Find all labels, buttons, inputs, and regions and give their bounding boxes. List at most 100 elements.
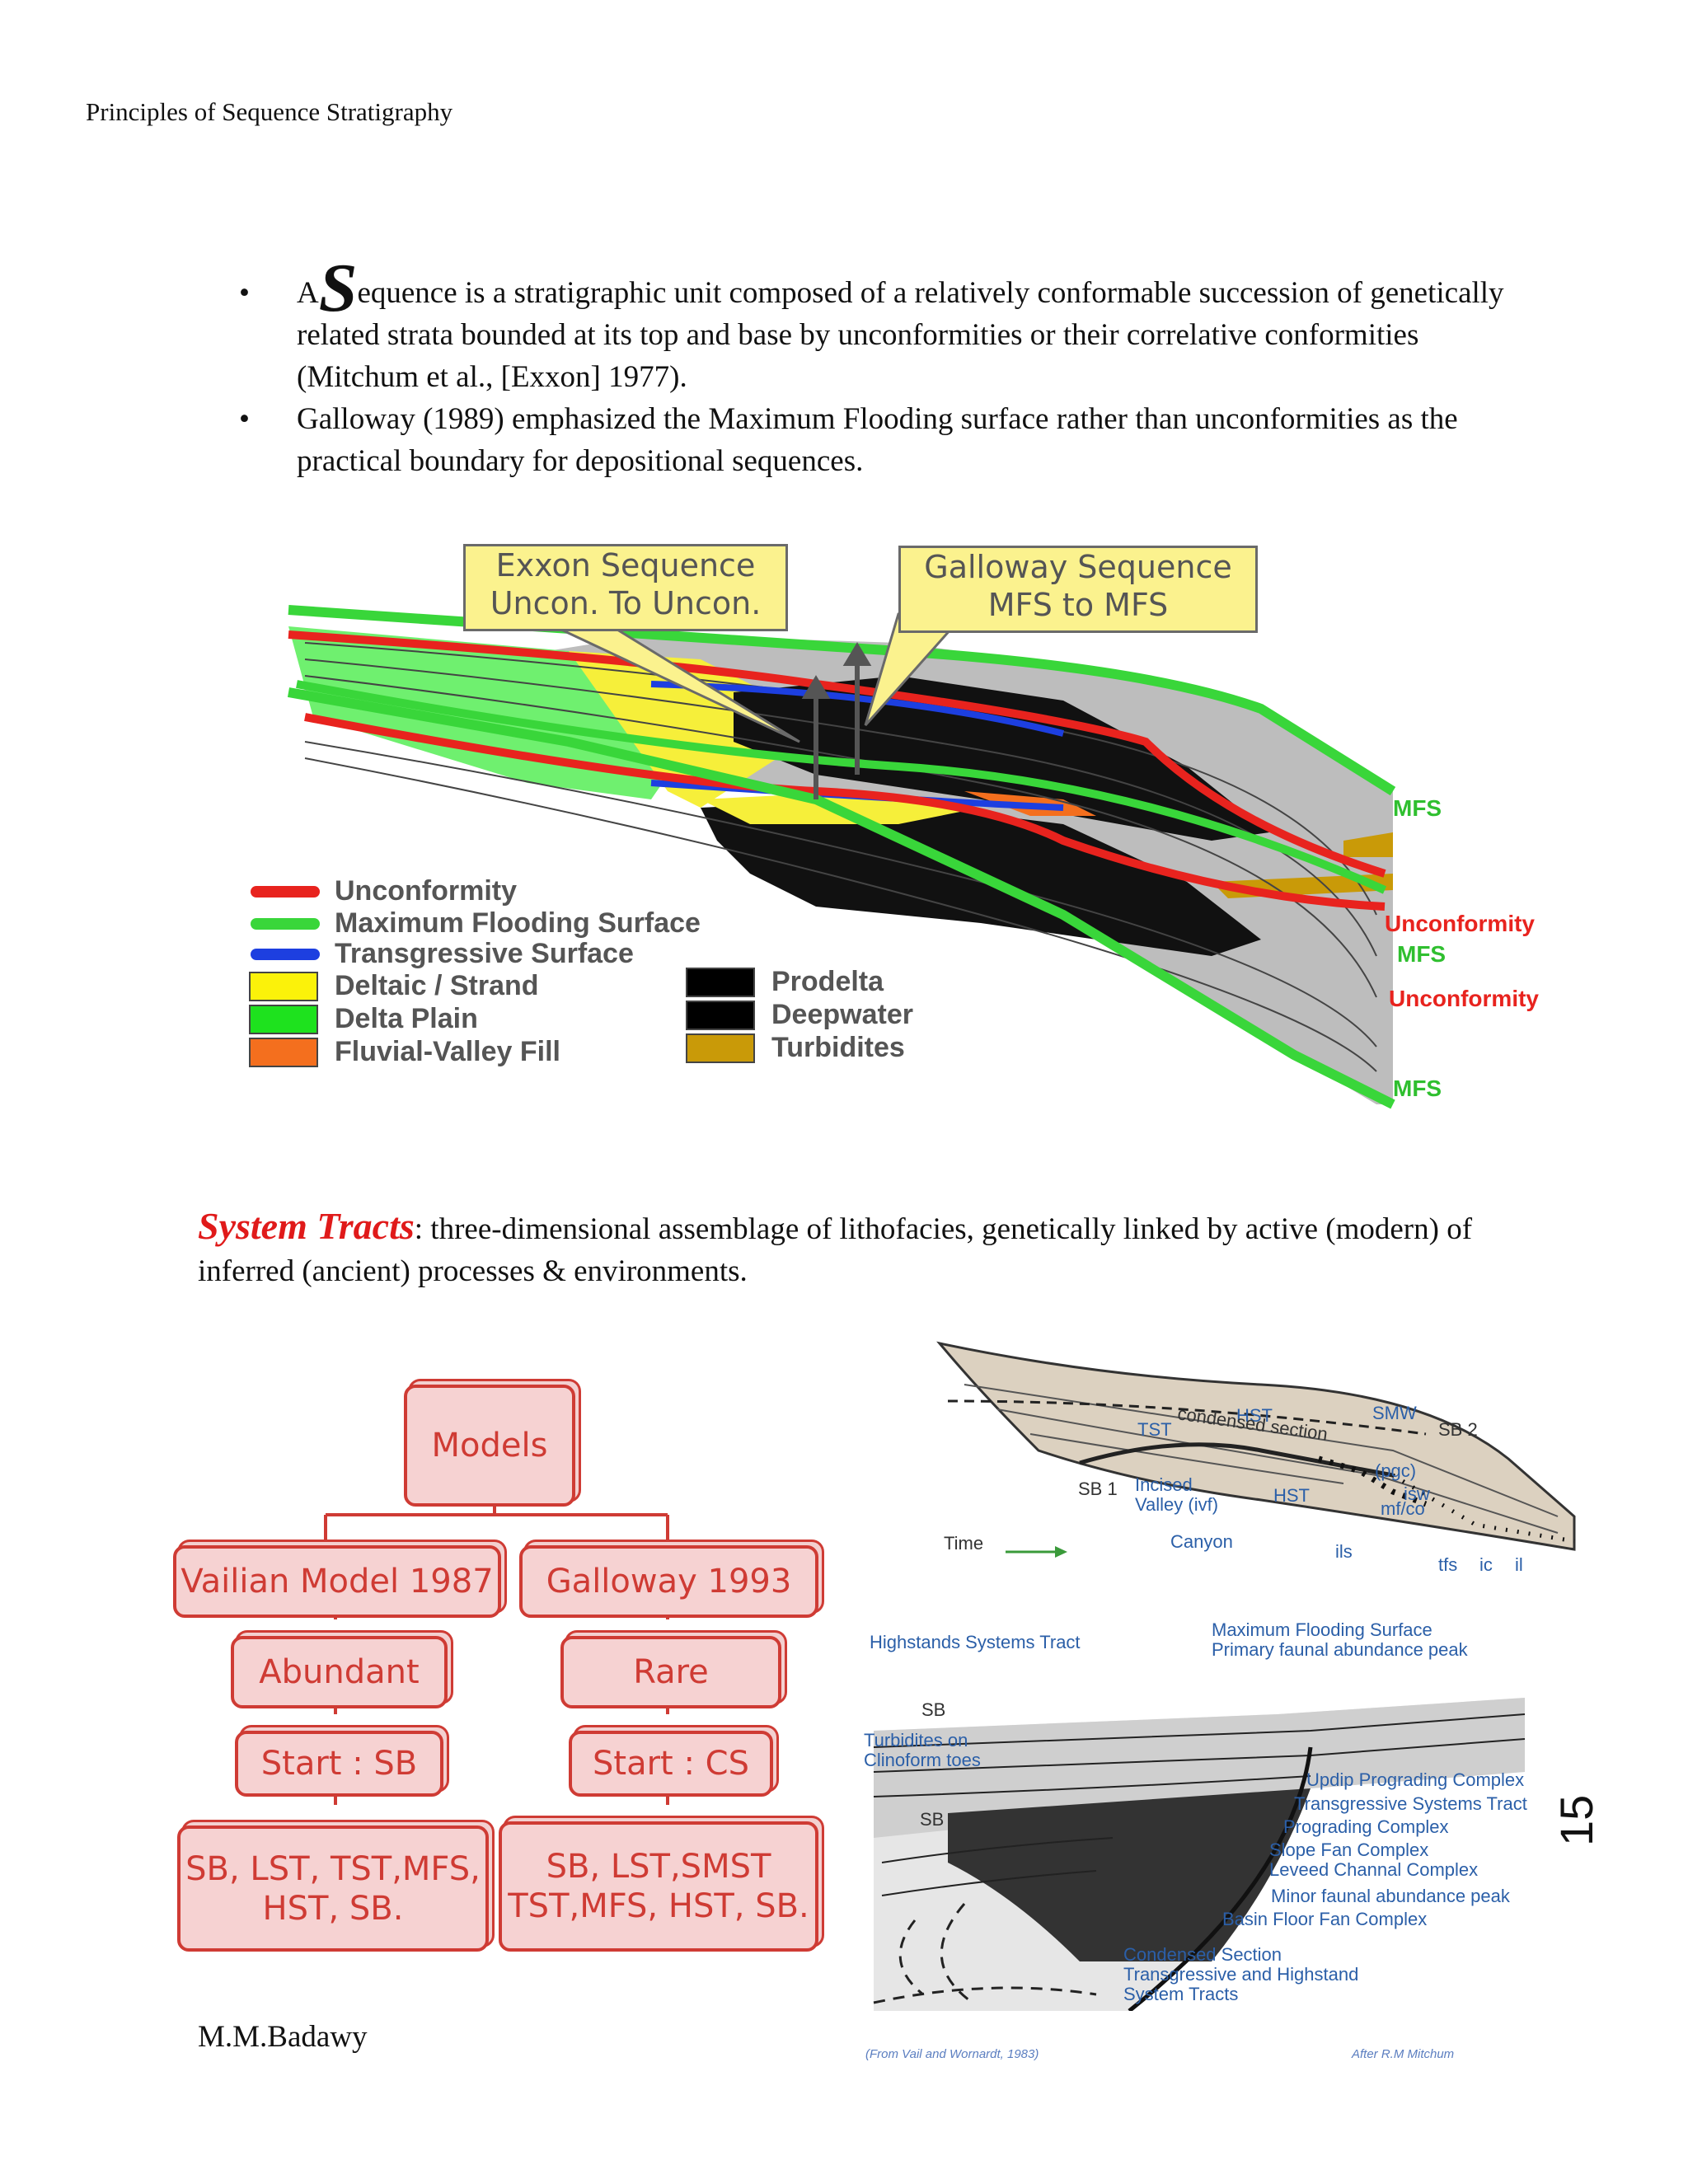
label-il: il xyxy=(1515,1554,1523,1575)
turbidite-fill xyxy=(1343,832,1393,857)
label-tst-tract: Transgressive Systems Tract xyxy=(1294,1793,1527,1814)
galloway-sequence-callout: Galloway Sequence MFS to MFS xyxy=(898,546,1258,633)
bullet-exxon: • ASequence is a stratigraphic unit comp… xyxy=(239,254,1525,398)
sequence-line: SB, LST,SMST xyxy=(546,1848,771,1886)
label-highstands-tract: Highstands Systems Tract xyxy=(870,1632,1081,1652)
legend-swatch xyxy=(686,1033,755,1063)
sequence-line: TST,MFS, HST, SB. xyxy=(508,1887,809,1925)
section-fill xyxy=(936,1341,1576,1551)
mfs-bottom-line xyxy=(287,687,1395,1109)
systems-tract-diagram-bottom xyxy=(873,1698,1526,2011)
label-tfs: tfs xyxy=(1438,1554,1458,1575)
models-box: Models xyxy=(404,1385,575,1507)
abundant-box: Abundant xyxy=(231,1636,448,1708)
legend-swatch xyxy=(686,1000,755,1030)
legend-deepwater: Deepwater xyxy=(686,999,913,1031)
legend-label: Maximum Flooding Surface xyxy=(335,907,701,939)
callout-line: Exxon Sequence xyxy=(495,547,756,583)
legend-label: Transgressive Surface xyxy=(335,938,634,969)
label-condensed-section-tracts: Condensed Section Transgressive and High… xyxy=(1123,1945,1358,2004)
bullet-galloway: • Galloway (1989) emphasized the Maximum… xyxy=(239,398,1525,482)
label-canyon: Canyon xyxy=(1170,1531,1233,1552)
label-basin-floor-fan: Basin Floor Fan Complex xyxy=(1222,1909,1428,1929)
label-line: Clinoform toes xyxy=(864,1750,981,1770)
legend-label: Turbidites xyxy=(771,1032,905,1063)
sequence-left-box: SB, LST, TST,MFS, HST, SB. xyxy=(177,1825,489,1952)
label-leveed-channel: Leveed Channal Complex xyxy=(1269,1859,1479,1880)
label-line: Condensed Section xyxy=(1123,1944,1282,1965)
sequence-line: HST, SB. xyxy=(262,1889,404,1928)
unconformity-lower-line xyxy=(304,713,1386,911)
legend-swatch xyxy=(686,967,755,997)
system-tracts-text: : three-dimensional assemblage of lithof… xyxy=(198,1212,1473,1288)
vailian-model-box: Vailian Model 1987 xyxy=(173,1545,501,1618)
label-line: System Tracts xyxy=(1123,1984,1239,2004)
label-incised-valley: Incised Valley (ivf) xyxy=(1135,1475,1218,1515)
legend-label: Deltaic / Strand xyxy=(335,970,539,1001)
label-updip-prograding: Updip Prograding Complex xyxy=(1306,1769,1525,1790)
legend-label: Delta Plain xyxy=(335,1003,478,1034)
legend-swatch xyxy=(249,1004,318,1034)
legend-mfs: Maximum Flooding Surface xyxy=(251,907,701,940)
label-line: Valley (ivf) xyxy=(1135,1494,1219,1515)
legend-delta-plain: Delta Plain xyxy=(249,1003,478,1035)
callout-line: MFS to MFS xyxy=(987,587,1169,623)
sequence-arrows xyxy=(801,642,872,799)
legend-unconformity: Unconformity xyxy=(251,875,517,907)
callout-line: Galloway Sequence xyxy=(924,549,1232,585)
bullet-dot: • xyxy=(239,402,250,436)
label-turbidites-clinoform: Turbidites on Clinoform toes xyxy=(864,1731,981,1770)
callout-line: Uncon. To Uncon. xyxy=(490,585,762,621)
label-time: Time xyxy=(944,1533,984,1554)
legend-swatch xyxy=(249,1037,318,1067)
label-ils: ils xyxy=(1335,1541,1353,1562)
drop-cap-s: S xyxy=(318,250,358,326)
legend-fluvial: Fluvial-Valley Fill xyxy=(249,1036,560,1068)
legend-swatch xyxy=(251,948,320,960)
rare-box: Rare xyxy=(560,1636,781,1708)
start-cs-box: Start : CS xyxy=(569,1731,773,1797)
label-pgc: (pgc) xyxy=(1375,1460,1417,1481)
highstand-fill xyxy=(874,1698,1525,1838)
credit-vail: (From Vail and Wornardt, 1983) xyxy=(865,2047,1039,2061)
label-unconformity-1: Unconformity xyxy=(1385,911,1535,936)
label-mfs-mid: MFS xyxy=(1397,941,1447,967)
legend-swatch xyxy=(251,885,320,898)
label-mfco: mf/co xyxy=(1381,1498,1425,1519)
legend-label: Deepwater xyxy=(771,999,913,1030)
label-unconformity-2: Unconformity xyxy=(1389,986,1539,1011)
legend-label: Unconformity xyxy=(335,875,517,907)
label-line: Maximum Flooding Surface xyxy=(1212,1619,1432,1640)
label-mfs-top: MFS xyxy=(1393,795,1442,821)
label-sb1: SB 1 xyxy=(1078,1479,1118,1499)
label-sb-upper: SB xyxy=(921,1699,946,1720)
system-tracts-title: System Tracts xyxy=(198,1205,415,1247)
sequence-right-box: SB, LST,SMST TST,MFS, HST, SB. xyxy=(499,1821,818,1952)
bullet-text-prefix: A xyxy=(297,276,319,310)
label-line: Transgressive and Highstand xyxy=(1123,1964,1359,1985)
label-sb2: SB 2 xyxy=(1438,1419,1478,1440)
credit-mitchum: After R.M Mitchum xyxy=(1352,2047,1455,2061)
page-number: 15 xyxy=(1550,1794,1602,1846)
sequence-line: SB, LST, TST,MFS, xyxy=(185,1849,481,1888)
label-ic: ic xyxy=(1479,1554,1493,1575)
footer-author: M.M.Badawy xyxy=(198,2020,368,2054)
sequence-cross-section xyxy=(287,605,1396,1109)
label-slope-fan: Slope Fan Complex xyxy=(1269,1840,1429,1860)
legend-ts: Transgressive Surface xyxy=(251,938,634,970)
exxon-sequence-callout: Exxon Sequence Uncon. To Uncon. xyxy=(463,544,788,631)
system-tracts-paragraph: System Tracts: three-dimensional assembl… xyxy=(198,1205,1484,1292)
label-mfs-bottom: MFS xyxy=(1393,1076,1442,1101)
legend-swatch xyxy=(249,971,318,1001)
label-minor-faunal: Minor faunal abundance peak xyxy=(1271,1886,1510,1906)
legend-prodelta: Prodelta xyxy=(686,966,884,998)
sequence-boundary-curve xyxy=(1128,1746,1313,2011)
label-prograding-complex: Prograding Complex xyxy=(1283,1816,1449,1837)
lowstand-fill xyxy=(948,1788,1311,1961)
label-line: Primary faunal abundance peak xyxy=(1212,1639,1468,1660)
definition-bullets: • ASequence is a stratigraphic unit comp… xyxy=(239,254,1525,482)
strata-lines xyxy=(304,642,1377,1072)
label-mfs-peak: Maximum Flooding Surface Primary faunal … xyxy=(1212,1620,1468,1660)
label-hst: HST xyxy=(1236,1405,1273,1426)
unconformity-upper-line xyxy=(288,630,1386,878)
